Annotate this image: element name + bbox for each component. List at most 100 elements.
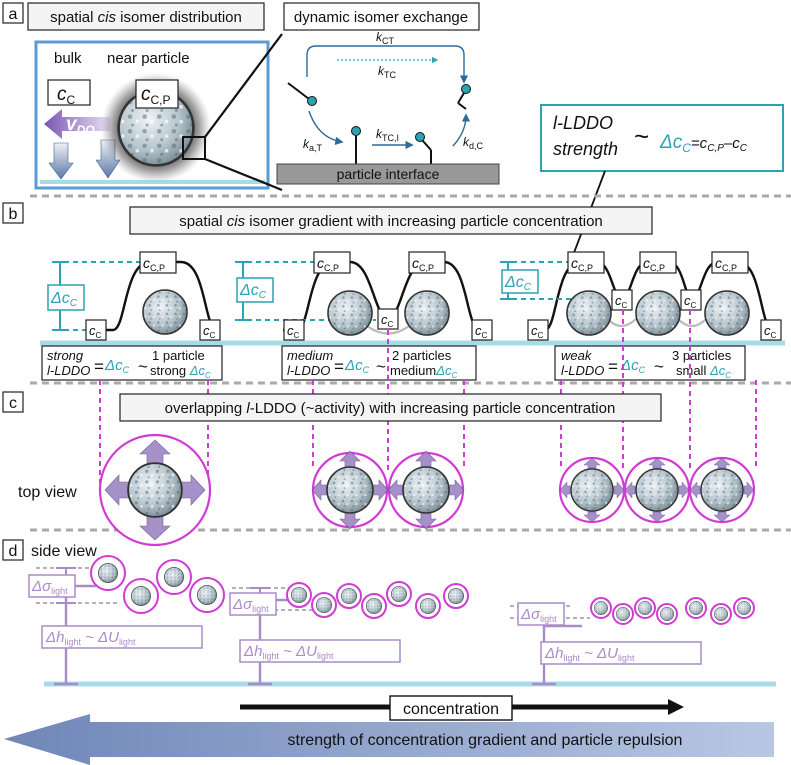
svg-text:ΔcC: ΔcC (239, 282, 267, 301)
svg-text:Δhlight ~ ΔUlight: Δhlight ~ ΔUlight (243, 643, 334, 661)
svg-text:~: ~ (654, 357, 664, 376)
svg-text:Δσlight: Δσlight (31, 578, 68, 596)
panel-letter-d: d (9, 543, 18, 560)
side-view-group-1: Δσlight Δhlight ~ ΔUlight (28, 555, 225, 686)
svg-text:=: = (94, 357, 104, 376)
svg-text:3 particles: 3 particles (672, 348, 732, 363)
magenta-connectors (99, 310, 757, 485)
strength-equation: ΔcC=cC,P–cC (659, 132, 748, 155)
strength-arrow: strength of concentration gradient and p… (4, 714, 774, 765)
strength-line1: l-LDDO (553, 113, 613, 133)
svg-text:cC,P: cC,P (715, 255, 737, 273)
molecule-free-cis (457, 84, 471, 110)
svg-text:l-LDDO: l-LDDO (47, 363, 90, 378)
k-dc-label: kd,C (463, 135, 484, 151)
side-view-group-3: Δσlight Δhlight ~ ΔUlight (510, 597, 755, 686)
bulk-down-arrow (48, 142, 74, 180)
title-c: overlapping l-LDDO (~activity) with incr… (165, 400, 616, 417)
title-box-c (119, 393, 662, 422)
svg-text:l-LDDO: l-LDDO (561, 363, 604, 378)
molecule-adsorbed-trans (351, 126, 361, 164)
svg-text:cC: cC (203, 323, 216, 340)
drift-velocity-arrow (44, 109, 110, 139)
particle-interface-label: particle interface (337, 166, 440, 182)
svg-text:ΔcC: ΔcC (50, 290, 78, 309)
k-tc-label: kTC (378, 64, 396, 80)
svg-text:cC,P: cC,P (571, 255, 593, 273)
svg-text:ΔcC: ΔcC (104, 357, 130, 375)
label-near-particle: near particle (107, 50, 190, 67)
svg-text:weak: weak (561, 348, 593, 363)
side-view-group-2: Δσlight Δhlight ~ ΔUlight (229, 581, 469, 686)
panel-b: b spatial cis isomer gradient with incre… (2, 202, 785, 381)
particle-interface-bar (276, 163, 500, 185)
zoom-square (182, 136, 206, 160)
k-ct-label: kCT (376, 30, 394, 46)
strength-box (540, 104, 784, 172)
zoom-line-bottom (204, 157, 283, 192)
cc-bulk-label: cC (57, 84, 76, 107)
strength-line2: strength (553, 139, 618, 159)
svg-text:strong ΔcC: strong ΔcC (150, 363, 211, 380)
svg-text:cC: cC (287, 323, 300, 340)
gradient-group-1: ΔcC cC,P cC cC (47, 251, 221, 341)
concentration-arrow: concentration (240, 695, 684, 721)
panel-letter-a: a (9, 6, 18, 23)
svg-text:cC,P: cC,P (643, 255, 665, 273)
svg-text:~: ~ (376, 357, 386, 376)
svg-text:=: = (608, 357, 618, 376)
ccp-label: cC,P (141, 84, 171, 107)
svg-text:~: ~ (138, 357, 148, 376)
svg-text:Δhlight ~ ΔUlight: Δhlight ~ ΔUlight (45, 629, 136, 647)
svg-text:Δσlight: Δσlight (520, 606, 557, 624)
svg-text:cC: cC (531, 323, 544, 340)
k-at-label: ka,T (303, 137, 323, 153)
svg-text:cC,P: cC,P (143, 255, 165, 273)
svg-text:cC: cC (475, 323, 488, 340)
svg-text:cC: cC (764, 323, 777, 340)
title-b: spatial cis isomer gradient with increas… (179, 213, 603, 230)
panel-letter-c-box (2, 391, 24, 413)
svg-text:cC: cC (684, 293, 697, 310)
caption-strong: strong l-LDDO = ΔcC ~ 1 particle strong … (41, 345, 223, 381)
svg-text:cC,P: cC,P (317, 255, 339, 273)
svg-text:Δσlight: Δσlight (232, 596, 269, 614)
svg-text:l-LDDO: l-LDDO (287, 363, 330, 378)
svg-text:mediumΔcC: mediumΔcC (390, 363, 457, 380)
ccp-box (135, 79, 179, 109)
panel-letter-b: b (9, 206, 18, 223)
molecule-free-trans (287, 82, 317, 106)
svg-text:strong: strong (47, 348, 84, 363)
label-spatial-distribution: spatial cis isomer distribution (50, 9, 242, 26)
svg-text:cC: cC (89, 323, 102, 340)
k-tci-label: kTC,I (376, 127, 399, 143)
label-dynamic-exchange: dynamic isomer exchange (294, 9, 468, 26)
adsorb-arrow (308, 110, 344, 146)
side-view-label: side view (31, 543, 97, 560)
caption-medium: medium l-LDDO = ΔcC ~ 2 particles medium… (281, 345, 477, 381)
strength-tilde: ~ (634, 121, 649, 151)
svg-text:cC,P: cC,P (412, 255, 434, 273)
caption-weak: weak l-LDDO = ΔcC ~ 3 particles small Δc… (554, 345, 746, 381)
svg-text:small ΔcC: small ΔcC (676, 363, 731, 380)
svg-text:cC: cC (381, 312, 394, 329)
cycle-top-left (306, 45, 469, 84)
cc-bulk-box (47, 79, 91, 106)
title-box-b (129, 206, 653, 235)
drift-velocity-label: vDO (66, 114, 95, 137)
top-view-2 (311, 450, 465, 530)
svg-text:ΔcC: ΔcC (504, 274, 532, 293)
gradient-group-3: ΔcC cC,P cC,P cC,P cC cC cC cC (500, 251, 782, 341)
top-view-3 (558, 456, 756, 524)
label-bulk: bulk (54, 50, 82, 67)
svg-text:ΔcC: ΔcC (620, 357, 646, 375)
zoom-line-top (204, 33, 283, 138)
svg-text:Δhlight ~ ΔUlight: Δhlight ~ ΔUlight (544, 645, 635, 663)
svg-text:medium: medium (287, 348, 333, 363)
panel-a: a spatial cis isomer distribution dynami… (2, 2, 784, 266)
gradient-group-2: ΔcC cC,P cC,P cC cC cC (235, 251, 493, 341)
molecule-adsorbed-cis (415, 132, 432, 164)
concentration-label: concentration (403, 701, 499, 718)
svg-text:1 particle: 1 particle (152, 348, 205, 363)
